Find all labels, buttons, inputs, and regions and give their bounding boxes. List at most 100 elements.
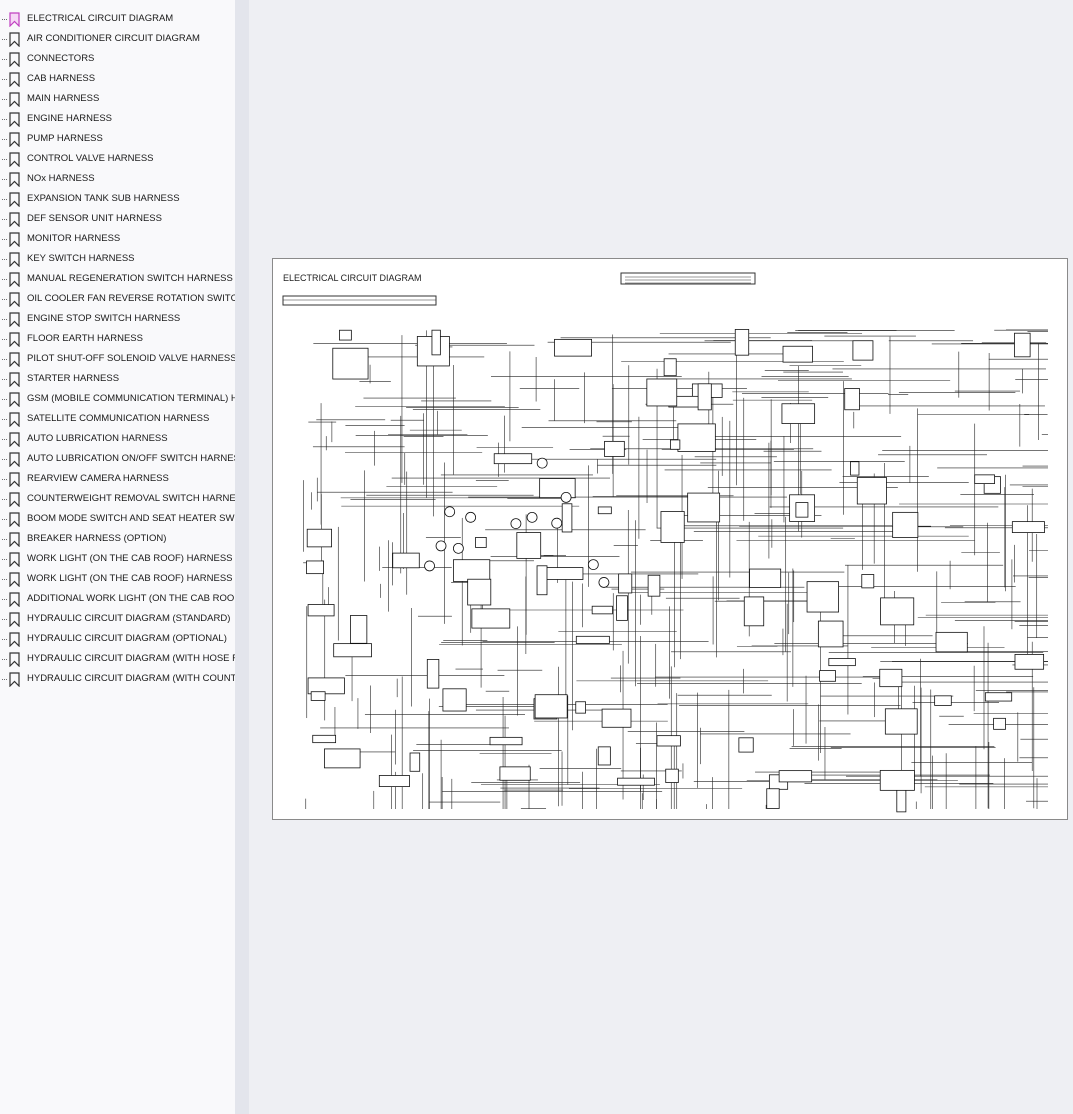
component bbox=[665, 768, 679, 783]
bookmark-item[interactable]: ···AUTO LUBRICATION ON/OFF SWITCH HARNES… bbox=[0, 450, 235, 470]
component bbox=[510, 518, 522, 529]
bookmark-item[interactable]: ···HYDRAULIC CIRCUIT DIAGRAM (OPTIONAL) bbox=[0, 630, 235, 650]
component bbox=[618, 573, 633, 594]
bookmark-item[interactable]: ···REARVIEW CAMERA HARNESS bbox=[0, 470, 235, 490]
component bbox=[677, 423, 716, 452]
bookmark-icon bbox=[9, 12, 20, 27]
bookmark-label: EXPANSION TANK SUB HARNESS bbox=[27, 193, 180, 204]
bookmark-item[interactable]: ···DEF SENSOR UNIT HARNESS bbox=[0, 210, 235, 230]
bookmark-item[interactable]: ···PUMP HARNESS bbox=[0, 130, 235, 150]
bookmark-icon bbox=[9, 192, 20, 207]
bookmark-item[interactable]: ···MONITOR HARNESS bbox=[0, 230, 235, 250]
component bbox=[444, 506, 456, 518]
bookmark-label: BREAKER HARNESS (OPTION) bbox=[27, 533, 167, 544]
component bbox=[575, 635, 610, 644]
bookmark-icon bbox=[9, 292, 20, 307]
bookmark-item[interactable]: ···AIR CONDITIONER CIRCUIT DIAGRAM bbox=[0, 30, 235, 50]
component bbox=[312, 734, 337, 744]
component bbox=[795, 502, 809, 518]
bookmark-item[interactable]: ···EXPANSION TANK SUB HARNESS bbox=[0, 190, 235, 210]
component bbox=[306, 560, 324, 575]
component bbox=[378, 775, 410, 788]
bookmark-item[interactable]: ···BREAKER HARNESS (OPTION) bbox=[0, 530, 235, 550]
bookmark-icon bbox=[9, 72, 20, 87]
component bbox=[516, 532, 542, 559]
component bbox=[819, 670, 836, 682]
bookmark-item[interactable]: ···AUTO LUBRICATION HARNESS bbox=[0, 430, 235, 450]
bookmark-icon bbox=[9, 512, 20, 527]
component bbox=[442, 688, 467, 712]
component bbox=[687, 492, 721, 523]
component bbox=[350, 615, 368, 644]
bookmark-icon bbox=[9, 672, 20, 687]
component bbox=[778, 770, 813, 783]
bookmark-item[interactable]: ···MAIN HARNESS bbox=[0, 90, 235, 110]
bookmark-icon bbox=[9, 272, 20, 287]
component bbox=[934, 695, 952, 706]
bookmark-item[interactable]: ···PILOT SHUT-OFF SOLENOID VALVE HARNESS bbox=[0, 350, 235, 370]
component bbox=[333, 643, 372, 658]
tree-connector: ··· bbox=[1, 414, 8, 424]
bookmark-item[interactable]: ···KEY SWITCH HARNESS bbox=[0, 250, 235, 270]
bookmark-label: OIL COOLER FAN REVERSE ROTATION SWITCH H… bbox=[27, 293, 235, 304]
bookmark-label: GSM (MOBILE COMMUNICATION TERMINAL) HARN bbox=[27, 393, 235, 404]
bookmark-icon bbox=[9, 532, 20, 547]
bookmark-item[interactable]: ···OIL COOLER FAN REVERSE ROTATION SWITC… bbox=[0, 290, 235, 310]
bookmark-icon bbox=[9, 172, 20, 187]
component bbox=[453, 559, 491, 582]
bookmark-icon bbox=[9, 92, 20, 107]
bookmark-item[interactable]: ···HYDRAULIC CIRCUIT DIAGRAM (STANDARD) bbox=[0, 610, 235, 630]
bookmark-item[interactable]: ···SATELLITE COMMUNICATION HARNESS bbox=[0, 410, 235, 430]
bookmark-item[interactable]: ···CAB HARNESS bbox=[0, 70, 235, 90]
bookmark-item[interactable]: ···ADDITIONAL WORK LIGHT (ON THE CAB ROO… bbox=[0, 590, 235, 610]
component bbox=[489, 736, 523, 746]
bookmark-item[interactable]: ···STARTER HARNESS bbox=[0, 370, 235, 390]
tree-connector: ··· bbox=[1, 74, 8, 84]
panel-splitter[interactable] bbox=[235, 0, 479, 1114]
component bbox=[879, 668, 903, 688]
circuit-diagram bbox=[282, 272, 1048, 813]
tree-connector: ··· bbox=[1, 34, 8, 44]
component bbox=[534, 694, 568, 719]
bookmark-item[interactable]: ···FLOOR EARTH HARNESS bbox=[0, 330, 235, 350]
component bbox=[879, 769, 915, 791]
component bbox=[984, 692, 1013, 702]
bookmark-item[interactable]: ···BOOM MODE SWITCH AND SEAT HEATER SWIT… bbox=[0, 510, 235, 530]
component bbox=[697, 383, 712, 411]
bookmark-label: HYDRAULIC CIRCUIT DIAGRAM (OPTIONAL) bbox=[27, 633, 227, 644]
bookmark-item[interactable]: ···ENGINE HARNESS bbox=[0, 110, 235, 130]
bookmark-icon bbox=[9, 612, 20, 627]
component bbox=[781, 403, 816, 424]
component bbox=[646, 378, 678, 407]
bookmark-icon bbox=[9, 372, 20, 387]
component bbox=[828, 658, 856, 667]
bookmark-item[interactable]: ···WORK LIGHT (ON THE CAB ROOF) HARNESS … bbox=[0, 570, 235, 590]
tree-connector: ··· bbox=[1, 334, 8, 344]
bookmark-label: MANUAL REGENERATION SWITCH HARNESS bbox=[27, 273, 233, 284]
bookmark-item[interactable]: ···ENGINE STOP SWITCH HARNESS bbox=[0, 310, 235, 330]
bookmark-item[interactable]: ···MANUAL REGENERATION SWITCH HARNESS bbox=[0, 270, 235, 290]
bookmark-item[interactable]: ···CONNECTORS bbox=[0, 50, 235, 70]
bookmark-item[interactable]: ···COUNTERWEIGHT REMOVAL SWITCH HARNESS … bbox=[0, 490, 235, 510]
component bbox=[551, 517, 563, 529]
tree-connector: ··· bbox=[1, 434, 8, 444]
component bbox=[536, 457, 548, 469]
bookmark-item[interactable]: ···HYDRAULIC CIRCUIT DIAGRAM (WITH COUNT… bbox=[0, 670, 235, 690]
bookmark-label: BOOM MODE SWITCH AND SEAT HEATER SWITCH … bbox=[27, 513, 235, 524]
component bbox=[880, 597, 915, 626]
bookmark-item[interactable]: ···ELECTRICAL CIRCUIT DIAGRAM bbox=[0, 10, 235, 30]
bookmark-item[interactable]: ···CONTROL VALVE HARNESS bbox=[0, 150, 235, 170]
bookmark-icon bbox=[9, 312, 20, 327]
component bbox=[852, 340, 874, 361]
tree-connector: ··· bbox=[1, 374, 8, 384]
component bbox=[560, 492, 572, 503]
component bbox=[597, 506, 612, 515]
bookmark-item[interactable]: ···WORK LIGHT (ON THE CAB ROOF) HARNESS … bbox=[0, 550, 235, 570]
bookmark-item[interactable]: ···GSM (MOBILE COMMUNICATION TERMINAL) H… bbox=[0, 390, 235, 410]
tree-connector: ··· bbox=[1, 14, 8, 24]
page-title: ELECTRICAL CIRCUIT DIAGRAM bbox=[283, 273, 422, 283]
bookmark-item[interactable]: ···NOx HARNESS bbox=[0, 170, 235, 190]
bookmark-item[interactable]: ···HYDRAULIC CIRCUIT DIAGRAM (WITH HOSE … bbox=[0, 650, 235, 670]
bookmark-icon bbox=[9, 212, 20, 227]
tree-connector: ··· bbox=[1, 214, 8, 224]
